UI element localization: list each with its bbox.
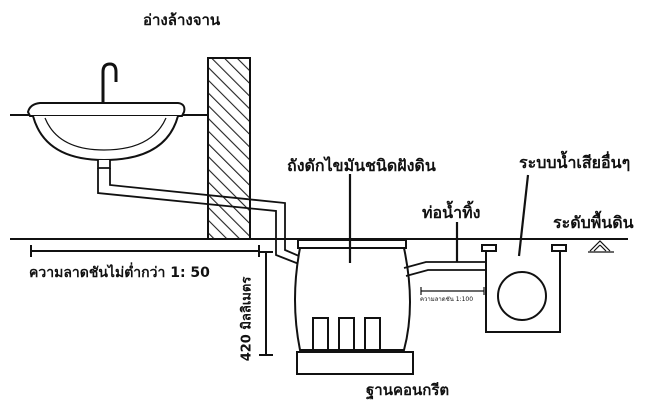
- concrete-base: [296, 351, 414, 375]
- sink-basin: [26, 102, 186, 162]
- outlet-pipe: [403, 261, 490, 277]
- slope-note-label: ความลาดชันไม่ต่ำกว่า 1: 50: [29, 265, 210, 281]
- drain-box: [481, 244, 567, 333]
- ground-hatch-symbol: [588, 240, 614, 253]
- depth-dimension: [259, 251, 273, 356]
- slope-dimension: [30, 245, 260, 257]
- ground-level-label: ระดับพื้นดิน: [553, 213, 634, 232]
- small-slope-dimension: [420, 287, 485, 295]
- sink-drain: [97, 160, 111, 169]
- small-slope-label: ความลาดชัน 1:100: [420, 296, 474, 303]
- other-drain-label: ระบบน้ำเสียอื่นๆ: [519, 153, 631, 172]
- concrete-base-label: ฐานคอนกรีต: [366, 381, 450, 399]
- grease-trap-tank: [294, 239, 411, 351]
- grease-trap-label: ถังดักไขมันชนิดฝังดิน: [287, 156, 436, 175]
- depth-note-label: 420 มิลลิเมตร: [236, 263, 256, 375]
- outlet-pipe-label: ท่อน้ำทิ้ง: [422, 203, 481, 222]
- wall: [207, 57, 251, 240]
- leader-lines: [348, 174, 530, 263]
- depth-note-text: 420 มิลลิเมตร: [239, 276, 255, 362]
- sink-label: อ่างล้างจาน: [143, 11, 221, 29]
- faucet: [96, 62, 118, 104]
- drain-pipe: [97, 168, 300, 265]
